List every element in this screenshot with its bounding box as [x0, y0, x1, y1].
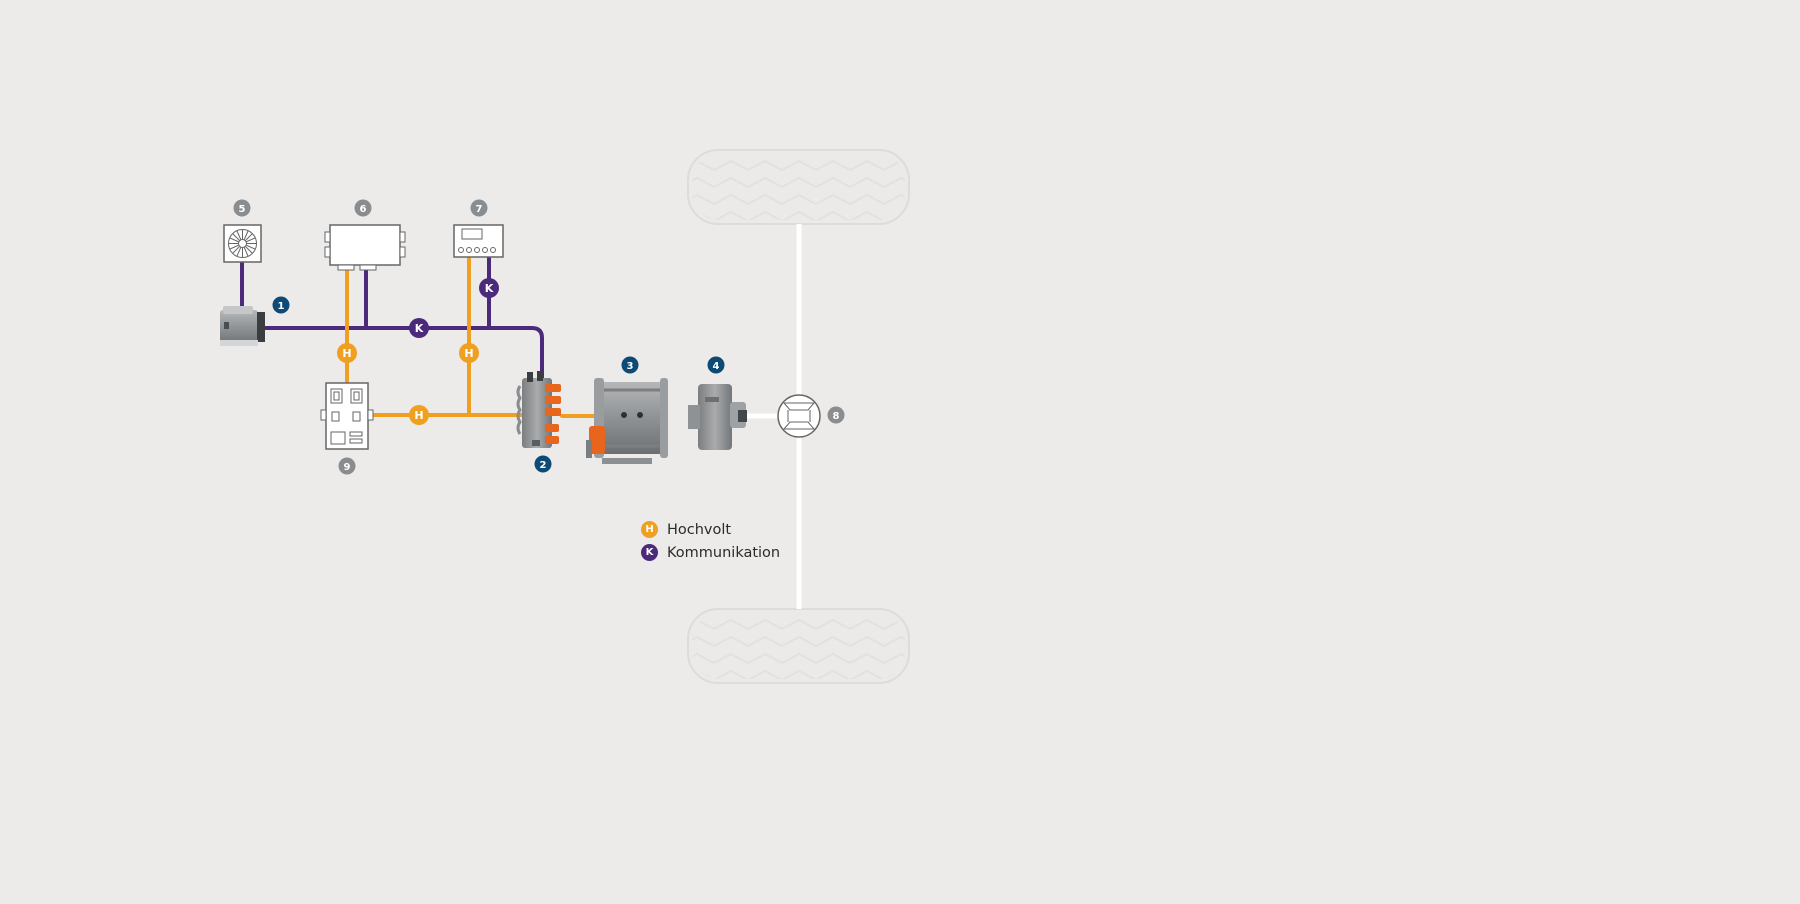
svg-text:1: 1 [278, 301, 285, 312]
badge-7[interactable]: 7 [470, 199, 488, 217]
component-9-battery-icon [320, 382, 374, 450]
svg-text:H: H [414, 409, 423, 422]
svg-text:3: 3 [627, 361, 634, 372]
badge-3[interactable]: 3 [621, 356, 639, 374]
svg-text:6: 6 [360, 204, 367, 215]
high-voltage-marker-2: H [459, 343, 479, 363]
component-5-fan-icon [223, 224, 262, 263]
badge-9[interactable]: 9 [338, 457, 356, 475]
communication-marker-1: K [409, 318, 429, 338]
component-7-module-icon [453, 224, 504, 258]
svg-text:9: 9 [344, 462, 351, 473]
communication-marker-2: K [479, 278, 499, 298]
badge-4[interactable]: 4 [707, 356, 725, 374]
wheel-bottom [687, 608, 910, 684]
svg-text:5: 5 [239, 204, 246, 215]
legend-label-high-voltage: Hochvolt [667, 521, 732, 538]
badge-6[interactable]: 6 [354, 199, 372, 217]
high-voltage-marker-3: H [409, 405, 429, 425]
badge-2[interactable]: 2 [534, 455, 552, 473]
high-voltage-lines [345, 255, 598, 418]
component-2-inverter [516, 371, 561, 448]
component-6-control-unit-icon [324, 224, 406, 271]
svg-text:H: H [464, 347, 473, 360]
component-1-vehicle-control-unit [220, 306, 265, 346]
svg-text:K: K [485, 282, 494, 295]
legend-item-high-voltage: H Hochvolt [641, 518, 780, 541]
communication-marker-icon: K [641, 544, 658, 561]
svg-text:2: 2 [540, 460, 547, 471]
svg-text:H: H [342, 347, 351, 360]
wheel-top [687, 149, 910, 225]
legend-item-communication: K Kommunikation [641, 541, 780, 564]
component-4-transmission [688, 384, 747, 450]
svg-text:7: 7 [476, 204, 483, 215]
badge-5[interactable]: 5 [233, 199, 251, 217]
svg-text:8: 8 [833, 411, 840, 422]
badge-8[interactable]: 8 [827, 406, 845, 424]
legend-label-communication: Kommunikation [667, 544, 781, 561]
badge-1[interactable]: 1 [272, 296, 290, 314]
svg-text:4: 4 [713, 361, 720, 372]
svg-text:K: K [415, 322, 424, 335]
component-8-differential-icon [777, 394, 821, 438]
high-voltage-marker-1: H [337, 343, 357, 363]
component-3-electric-motor [586, 378, 668, 464]
high-voltage-marker-icon: H [641, 521, 658, 538]
legend: H Hochvolt K Kommunikation [641, 518, 780, 564]
communication-lines [240, 255, 544, 382]
